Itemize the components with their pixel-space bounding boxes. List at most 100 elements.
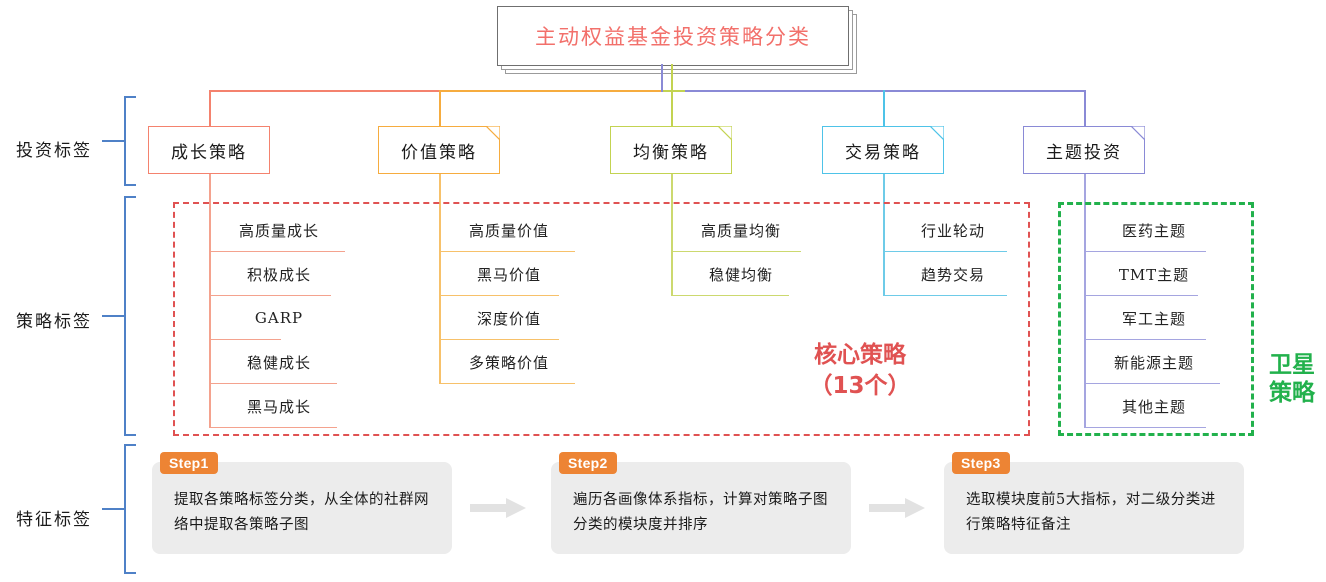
- connector-h-theme-left: [685, 90, 883, 92]
- strategy-item-label: TMT主题: [1118, 265, 1190, 284]
- strategy-item-label: 行业轮动: [920, 221, 985, 240]
- category-box-trading[interactable]: 交易策略: [822, 126, 944, 174]
- connector-v-value-lower: [439, 174, 441, 208]
- strategy-column-trading: 行业轮动 趋势交易: [883, 208, 1023, 296]
- category-box-theme[interactable]: 主题投资: [1023, 126, 1145, 174]
- category-label-value: 价值策略: [401, 142, 477, 163]
- strategy-item-label: GARP: [254, 309, 304, 327]
- connector-v-trading-lower: [883, 174, 885, 208]
- diagram-title-box: 主动权益基金投资策略分类: [497, 6, 849, 66]
- arrow-right-icon: [869, 498, 925, 518]
- core-strategy-annotation: 核心策略 （13个）: [760, 340, 960, 402]
- strategy-item-label: 稳健均衡: [708, 265, 773, 284]
- page-fold-icon: [930, 126, 944, 140]
- connector-v-theme-lower: [1084, 174, 1086, 208]
- bracket-feature: [102, 444, 136, 574]
- step-badge-2: Step2: [559, 452, 617, 474]
- bracket-strategy: [102, 196, 136, 436]
- strategy-column-value: 高质量价值 黑马价值 深度价值 多策略价值: [439, 208, 579, 384]
- strategy-item[interactable]: 高质量成长: [209, 208, 349, 252]
- connector-h-value: [439, 90, 661, 92]
- core-strategy-region: [173, 202, 1030, 436]
- column-stem: [439, 208, 441, 384]
- strategy-item[interactable]: 军工主题: [1084, 296, 1224, 340]
- page-fold-icon: [1131, 126, 1145, 140]
- strategy-item[interactable]: 高质量均衡: [671, 208, 811, 252]
- strategy-item-label: 积极成长: [246, 265, 311, 284]
- strategy-item[interactable]: 稳健均衡: [671, 252, 811, 296]
- category-label-growth: 成长策略: [171, 142, 247, 163]
- strategy-item[interactable]: 黑马成长: [209, 384, 349, 428]
- strategy-item[interactable]: 医药主题: [1084, 208, 1224, 252]
- step-card-1[interactable]: Step1 提取各策略标签分类，从全体的社群网络中提取各策略子图: [152, 452, 452, 554]
- column-stem: [209, 208, 211, 428]
- category-box-balanced[interactable]: 均衡策略: [610, 126, 732, 174]
- strategy-item[interactable]: 多策略价值: [439, 340, 579, 384]
- page-fold-icon: [486, 126, 500, 140]
- connector-v-trading: [883, 90, 885, 126]
- core-strategy-line1: 核心策略: [814, 342, 906, 368]
- strategy-item-label: 其他主题: [1121, 397, 1186, 416]
- step-card-2[interactable]: Step2 遍历各画像体系指标，计算对策略子图分类的模块度并排序: [551, 452, 851, 554]
- connector-h-growth: [209, 90, 439, 92]
- strategy-column-balanced: 高质量均衡 稳健均衡: [671, 208, 811, 296]
- core-strategy-line2: （13个）: [809, 373, 911, 400]
- connector-v-value: [439, 90, 441, 126]
- strategy-item[interactable]: 新能源主题: [1084, 340, 1224, 384]
- bracket-investment: [102, 96, 136, 186]
- connector-v-growth-lower: [209, 174, 211, 208]
- satellite-strategy-region: [1058, 202, 1254, 436]
- strategy-item-label: 深度价值: [476, 309, 541, 328]
- connector-v-growth: [209, 90, 211, 126]
- page-fold-icon: [718, 126, 732, 140]
- column-stem: [1084, 208, 1086, 428]
- strategy-item-label: 多策略价值: [468, 353, 549, 372]
- connector-v-balanced-lower: [671, 174, 673, 208]
- strategy-column-theme: 医药主题 TMT主题 军工主题 新能源主题 其他主题: [1084, 208, 1224, 428]
- satellite-strategy-annotation: 卫星 策略: [1262, 352, 1322, 407]
- strategy-item-label: 高质量价值: [468, 221, 549, 240]
- strategy-item[interactable]: 积极成长: [209, 252, 349, 296]
- category-label-theme: 主题投资: [1046, 142, 1122, 163]
- sidebar-item-strategy-label: 策略标签: [16, 312, 92, 332]
- column-stem: [883, 208, 885, 296]
- strategy-column-growth: 高质量成长 积极成长 GARP 稳健成长 黑马成长: [209, 208, 349, 428]
- strategy-item[interactable]: 黑马价值: [439, 252, 579, 296]
- connector-h-theme-right: [883, 90, 1084, 92]
- step-text-3: 选取模块度前5大指标，对二级分类进行策略特征备注: [966, 492, 1216, 534]
- strategy-item[interactable]: 其他主题: [1084, 384, 1224, 428]
- strategy-item-label: 稳健成长: [246, 353, 311, 372]
- connector-title-stem: [671, 64, 673, 92]
- strategy-item[interactable]: 行业轮动: [883, 208, 1023, 252]
- sidebar-item-feature-label: 特征标签: [16, 510, 92, 530]
- column-stem: [671, 208, 673, 296]
- strategy-item-label: 军工主题: [1121, 309, 1186, 328]
- step-badge-3: Step3: [952, 452, 1010, 474]
- strategy-item-label: 新能源主题: [1113, 353, 1194, 372]
- satellite-strategy-line2: 策略: [1269, 379, 1315, 406]
- strategy-item[interactable]: 深度价值: [439, 296, 579, 340]
- category-label-trading: 交易策略: [845, 142, 921, 163]
- strategy-item[interactable]: 稳健成长: [209, 340, 349, 384]
- strategy-item[interactable]: 趋势交易: [883, 252, 1023, 296]
- category-box-value[interactable]: 价值策略: [378, 126, 500, 174]
- category-label-balanced: 均衡策略: [633, 142, 709, 163]
- arrow-right-icon: [470, 498, 526, 518]
- strategy-item[interactable]: GARP: [209, 296, 349, 340]
- step-text-1: 提取各策略标签分类，从全体的社群网络中提取各策略子图: [174, 492, 429, 534]
- satellite-strategy-line1: 卫星: [1269, 352, 1315, 378]
- strategy-item-label: 黑马成长: [246, 397, 311, 416]
- connector-h-balanced: [661, 90, 685, 92]
- strategy-item-label: 高质量均衡: [700, 221, 781, 240]
- step-card-3[interactable]: Step3 选取模块度前5大指标，对二级分类进行策略特征备注: [944, 452, 1244, 554]
- step-text-2: 遍历各画像体系指标，计算对策略子图分类的模块度并排序: [573, 492, 828, 534]
- strategy-item[interactable]: TMT主题: [1084, 252, 1224, 296]
- page-title: 主动权益基金投资策略分类: [535, 25, 811, 49]
- connector-v-theme: [1084, 90, 1086, 126]
- strategy-item[interactable]: 高质量价值: [439, 208, 579, 252]
- strategy-item-label: 医药主题: [1121, 221, 1186, 240]
- step-badge-1: Step1: [160, 452, 218, 474]
- category-box-growth[interactable]: 成长策略: [148, 126, 270, 174]
- strategy-item-label: 趋势交易: [920, 265, 985, 284]
